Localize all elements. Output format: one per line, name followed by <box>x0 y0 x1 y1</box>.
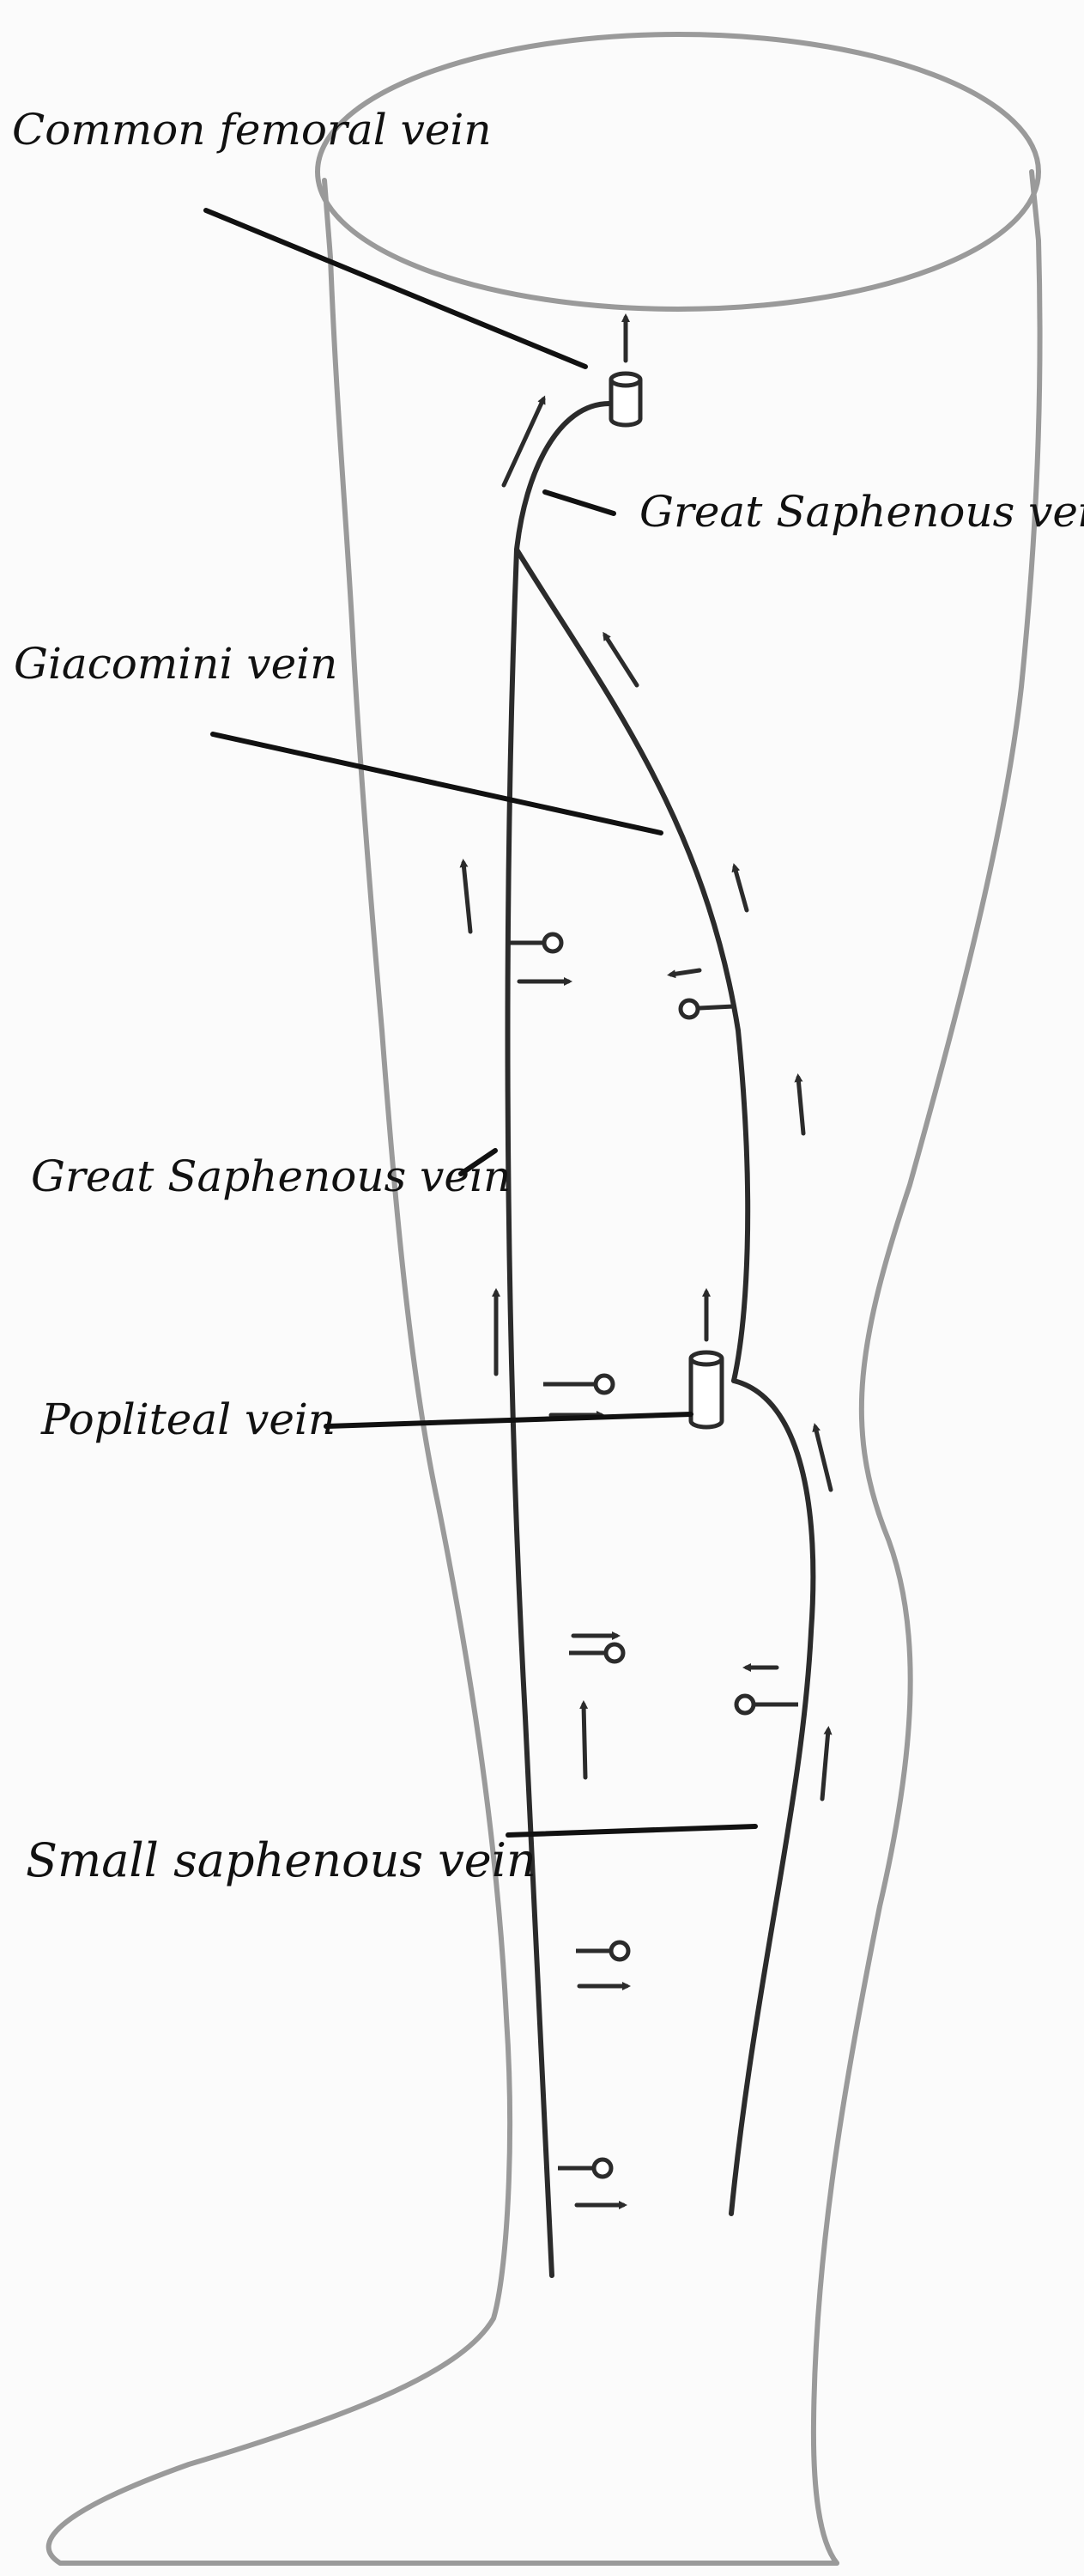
leg-outline <box>45 32 1043 2566</box>
label-giacomini-vein: Giacomini vein <box>14 639 337 689</box>
perforator-icon <box>734 1693 798 1716</box>
arrow-icon <box>812 1423 833 1492</box>
junction-cylinder-icon <box>688 1350 724 1430</box>
arrow-icon <box>794 1073 806 1136</box>
label-small-saphenous-vein: Small saphenous vein <box>26 1833 536 1887</box>
giacomini-vein-line <box>514 547 751 1383</box>
leg-outline-left <box>45 178 839 2566</box>
perforator-icon <box>508 932 564 954</box>
perforator-icon <box>558 2157 614 2179</box>
arrow-icon <box>820 1726 833 1801</box>
arrow-icon <box>459 859 473 934</box>
great-saphenous-vein-line <box>505 401 612 2278</box>
label-popliteal-vein: Popliteal vein <box>40 1394 336 1444</box>
perforator-icon <box>569 1642 626 1664</box>
perforators <box>508 932 798 2179</box>
perforator-icon <box>543 1373 615 1395</box>
leader-great-saphenous-upper <box>542 489 616 516</box>
labels: Common femoral vein Great Saphenous vein… <box>12 105 1084 1887</box>
label-great-saphenous-vein-mid: Great Saphenous vein <box>31 1151 511 1201</box>
arrow-icon <box>501 395 546 488</box>
perforator-icon <box>576 1940 631 1962</box>
arrow-icon <box>731 863 749 913</box>
leader-small-saphenous <box>506 1824 758 1838</box>
small-saphenous-vein-line <box>729 1378 816 2216</box>
junction-cylinder-icon <box>609 371 643 428</box>
leader-great-saphenous-mid <box>458 1148 498 1176</box>
flow-arrows <box>459 313 833 2209</box>
leg-outline-right <box>810 169 1043 2566</box>
thigh-top-opening <box>315 32 1041 312</box>
veins <box>505 401 816 2278</box>
leader-lines <box>203 208 758 1838</box>
perforator-icon <box>678 998 735 1020</box>
arrow-icon <box>603 631 639 688</box>
arrow-icon <box>667 968 702 979</box>
leader-popliteal <box>324 1412 693 1429</box>
arrow-icon <box>579 1700 589 1780</box>
label-common-femoral-vein: Common femoral vein <box>12 105 492 155</box>
label-great-saphenous-vein-upper: Great Saphenous vein <box>639 487 1084 537</box>
leader-common-femoral <box>203 208 588 369</box>
leader-giacomini <box>210 732 663 835</box>
